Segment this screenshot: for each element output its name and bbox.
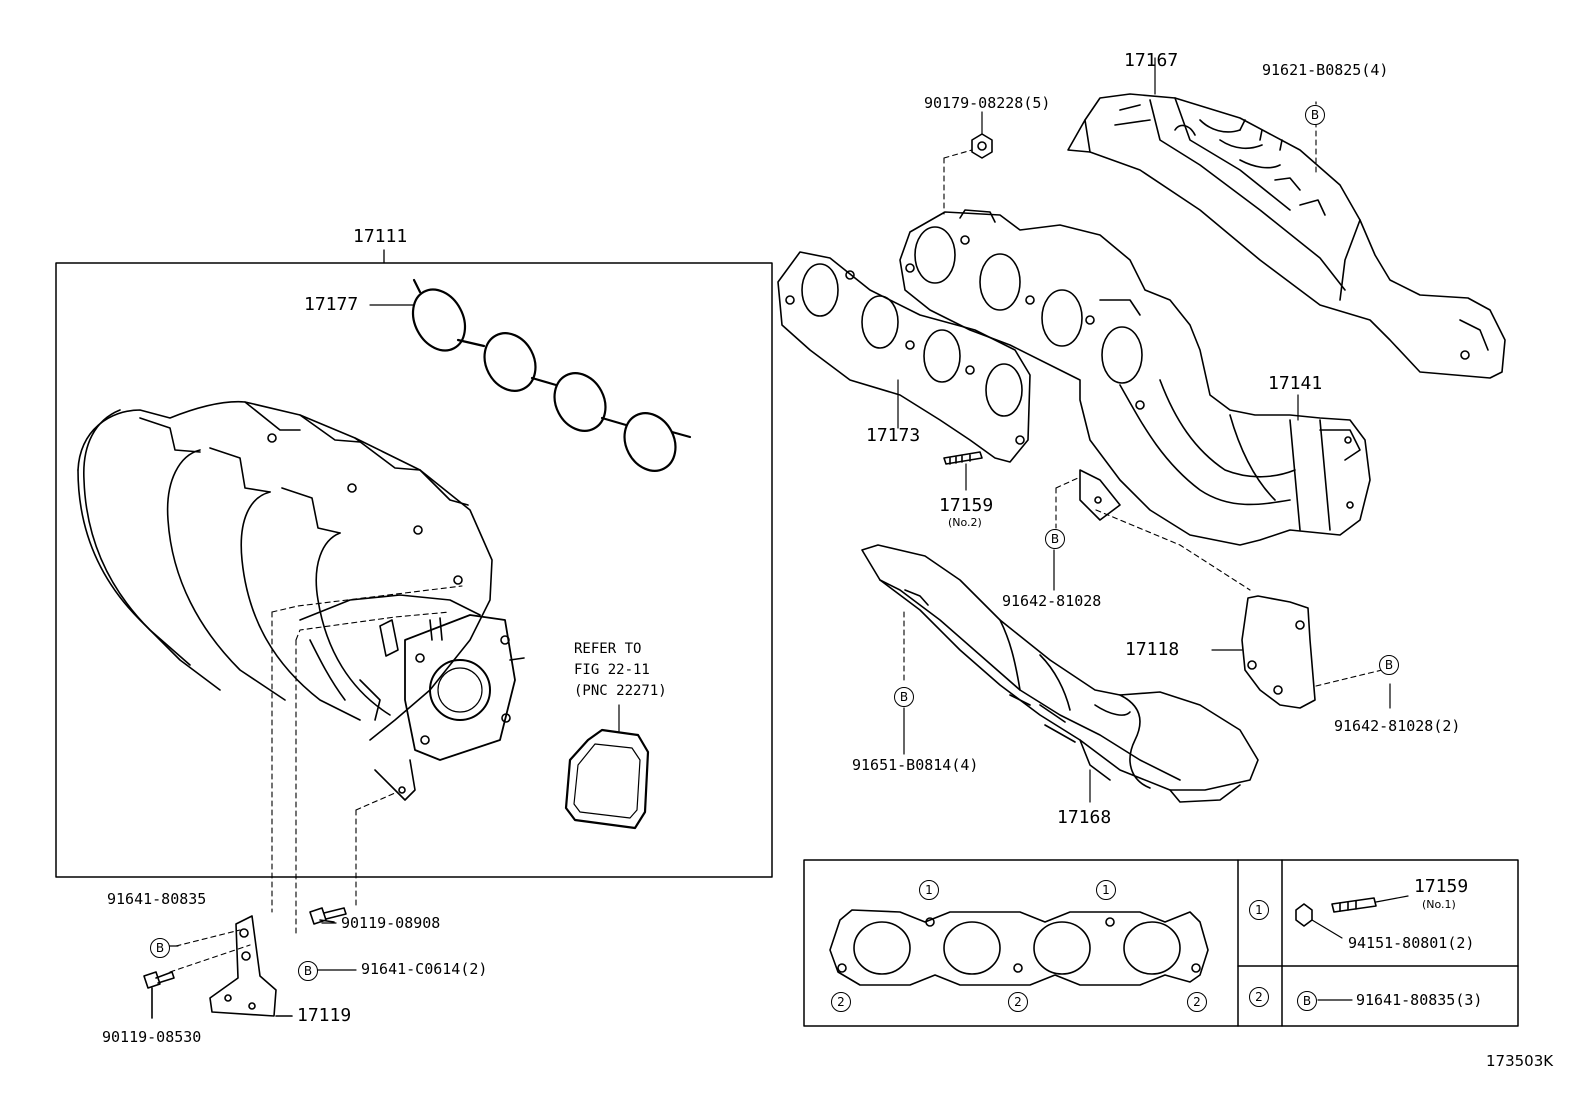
stud-17159-no2: [943, 451, 983, 465]
legend-marker-2: 2: [1249, 987, 1269, 1007]
marker-b: B: [298, 961, 318, 981]
part-label-17119: 17119: [297, 1005, 352, 1026]
legend-marker-1: 1: [1096, 880, 1116, 900]
bolt-90119-08908: [309, 907, 347, 925]
bolt-90119-08530: [143, 971, 175, 1019]
exhaust-manifold: [899, 209, 1371, 546]
part-label-90179-08228: 90179-08228(5): [924, 94, 1051, 112]
part-label-90119-08908: 90119-08908: [341, 914, 441, 932]
legend-marker-1: 1: [1249, 900, 1269, 920]
intake-manifold: [77, 400, 525, 801]
intake-leaders: [169, 585, 463, 973]
legend-gasket: [829, 909, 1209, 986]
upper-heat-insulator: [1067, 93, 1506, 379]
part-label-17177: 17177: [304, 294, 359, 315]
part-label-17159-no2-sub: (No.2): [948, 516, 982, 529]
refer-note-line3: (PNC 22271): [574, 683, 667, 699]
marker-b: B: [150, 938, 170, 958]
part-label-91651-b0814: 91651-B0814(4): [852, 756, 979, 774]
figure-code: 173503K: [1486, 1052, 1554, 1070]
part-label-17141: 17141: [1268, 373, 1323, 394]
legend-stud-17159-no1: [1331, 895, 1409, 913]
bracket-17118: [1241, 595, 1316, 709]
exhaust-manifold-gasket: [777, 251, 1031, 463]
intake-gasket: [411, 278, 692, 472]
part-label-17173: 17173: [866, 425, 921, 446]
legend-marker-b: B: [1297, 991, 1317, 1011]
part-label-17111: 17111: [353, 226, 408, 247]
part-label-17168: 17168: [1057, 807, 1112, 828]
marker-b: B: [894, 687, 914, 707]
legend-marker-2: 2: [1187, 992, 1207, 1012]
part-label-91641-80835: 91641-80835: [107, 890, 207, 908]
legend-label-94151-80801: 94151-80801(2): [1348, 934, 1475, 952]
refer-note-line2: FIG 22-11: [574, 662, 650, 678]
part-label-17159-no2: 17159: [939, 495, 994, 516]
legend-label-91641-80835: 91641-80835(3): [1356, 991, 1483, 1009]
part-label-17118: 17118: [1125, 639, 1180, 660]
bracket-17119: [209, 915, 293, 1017]
legend-nut-94151: [1295, 903, 1343, 939]
legend-label-17159: 17159: [1414, 876, 1469, 897]
legend-label-17159-sub: (No.1): [1422, 898, 1456, 911]
refer-note-line1: REFER TO: [574, 641, 642, 657]
throttle-body-gasket: [564, 728, 650, 830]
part-label-90119-08530: 90119-08530: [102, 1028, 202, 1046]
part-label-91621-b0825: 91621-B0825(4): [1262, 61, 1389, 79]
legend-table: [803, 859, 1519, 1027]
lower-heat-insulator: [861, 544, 1259, 803]
marker-b: B: [1379, 655, 1399, 675]
legend-marker-2: 2: [1008, 992, 1028, 1012]
part-label-91642-81028: 91642-81028: [1002, 592, 1102, 610]
legend-marker-2: 2: [831, 992, 851, 1012]
part-label-91641-c0614: 91641-C0614(2): [361, 960, 488, 978]
marker-b: B: [1305, 105, 1325, 125]
marker-b: B: [1045, 529, 1065, 549]
legend-marker-1: 1: [919, 880, 939, 900]
part-label-17167: 17167: [1124, 50, 1179, 71]
part-label-91642-81028-2: 91642-81028(2): [1334, 717, 1461, 735]
intake-assembly-frame: [55, 262, 773, 878]
